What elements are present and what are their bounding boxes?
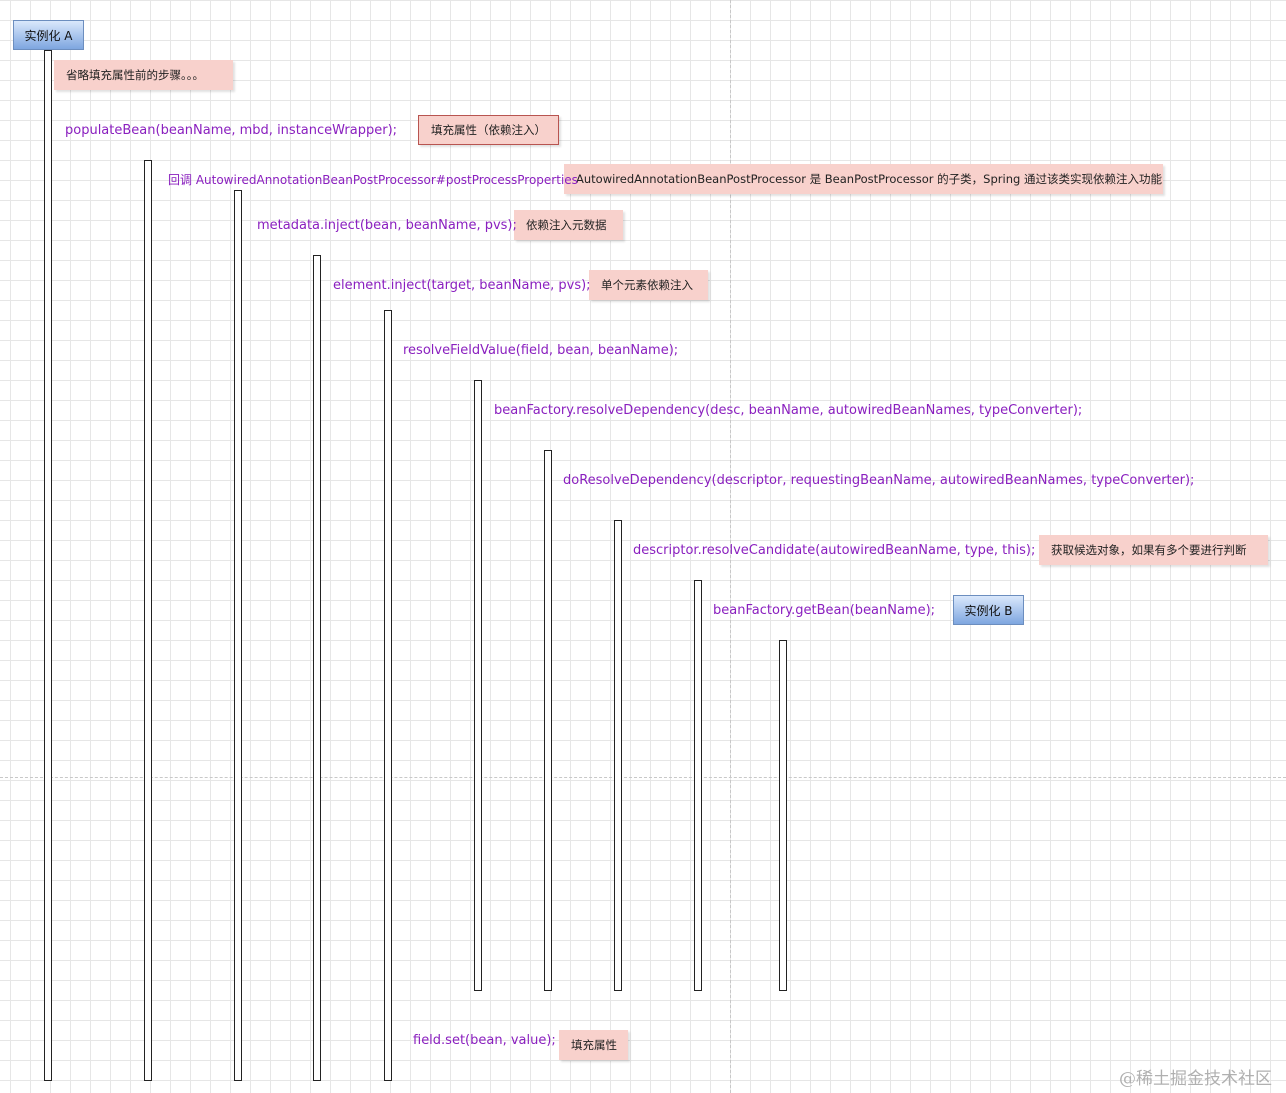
call-element-inject: element.inject(target, beanName, pvs); — [333, 278, 591, 293]
note-element-desc: 单个元素依赖注入 — [589, 270, 708, 300]
vertical-guide-line — [730, 0, 731, 1093]
call-metadata-inject: metadata.inject(bean, beanName, pvs); — [257, 218, 517, 233]
note-candidate-desc: 获取候选对象，如果有多个要进行判断 — [1039, 535, 1268, 565]
call-populate-bean: populateBean(beanName, mbd, instanceWrap… — [65, 123, 398, 138]
call-resolve-candidate: descriptor.resolveCandidate(autowiredBea… — [633, 543, 1036, 558]
activation-bar-post-process-properties — [234, 190, 242, 1081]
activation-bar-populate-bean — [144, 160, 152, 1081]
activation-bar-resolve-candidate — [694, 580, 702, 991]
note-skip-steps: 省略填充属性前的步骤。。。 — [54, 60, 233, 90]
activation-bar-do-resolve-dependency — [614, 520, 622, 991]
actor-instance-a[interactable]: 实例化 A — [13, 20, 84, 50]
call-resolve-field-value: resolveFieldValue(field, bean, beanName)… — [403, 343, 679, 358]
activation-bar-instance-a — [44, 50, 52, 1081]
call-get-bean: beanFactory.getBean(beanName); — [713, 603, 936, 618]
call-do-resolve-dependency: doResolveDependency(descriptor, requesti… — [563, 473, 1195, 488]
note-field-set-desc: 填充属性 — [559, 1030, 628, 1060]
call-callback: 回调 AutowiredAnnotationBeanPostProcessor#… — [168, 173, 578, 187]
activation-bar-element-inject — [384, 310, 392, 1081]
watermark: @稀土掘金技术社区 — [1119, 1069, 1272, 1089]
activation-bar-resolve-field-value — [474, 380, 482, 991]
note-metadata-desc: 依赖注入元数据 — [514, 210, 623, 240]
note-populate: 填充属性（依赖注入） — [418, 115, 559, 145]
activation-bar-resolve-dependency — [544, 450, 552, 991]
note-processor-desc: AutowiredAnnotationBeanPostProcessor 是 B… — [564, 164, 1163, 194]
actor-instance-b[interactable]: 实例化 B — [953, 595, 1024, 625]
activation-bar-metadata-inject — [313, 255, 321, 1081]
call-resolve-dependency: beanFactory.resolveDependency(desc, bean… — [494, 403, 1083, 418]
call-field-set: field.set(bean, value); — [413, 1033, 556, 1048]
horizontal-guide-line — [0, 777, 1286, 778]
activation-bar-get-bean — [779, 640, 787, 991]
